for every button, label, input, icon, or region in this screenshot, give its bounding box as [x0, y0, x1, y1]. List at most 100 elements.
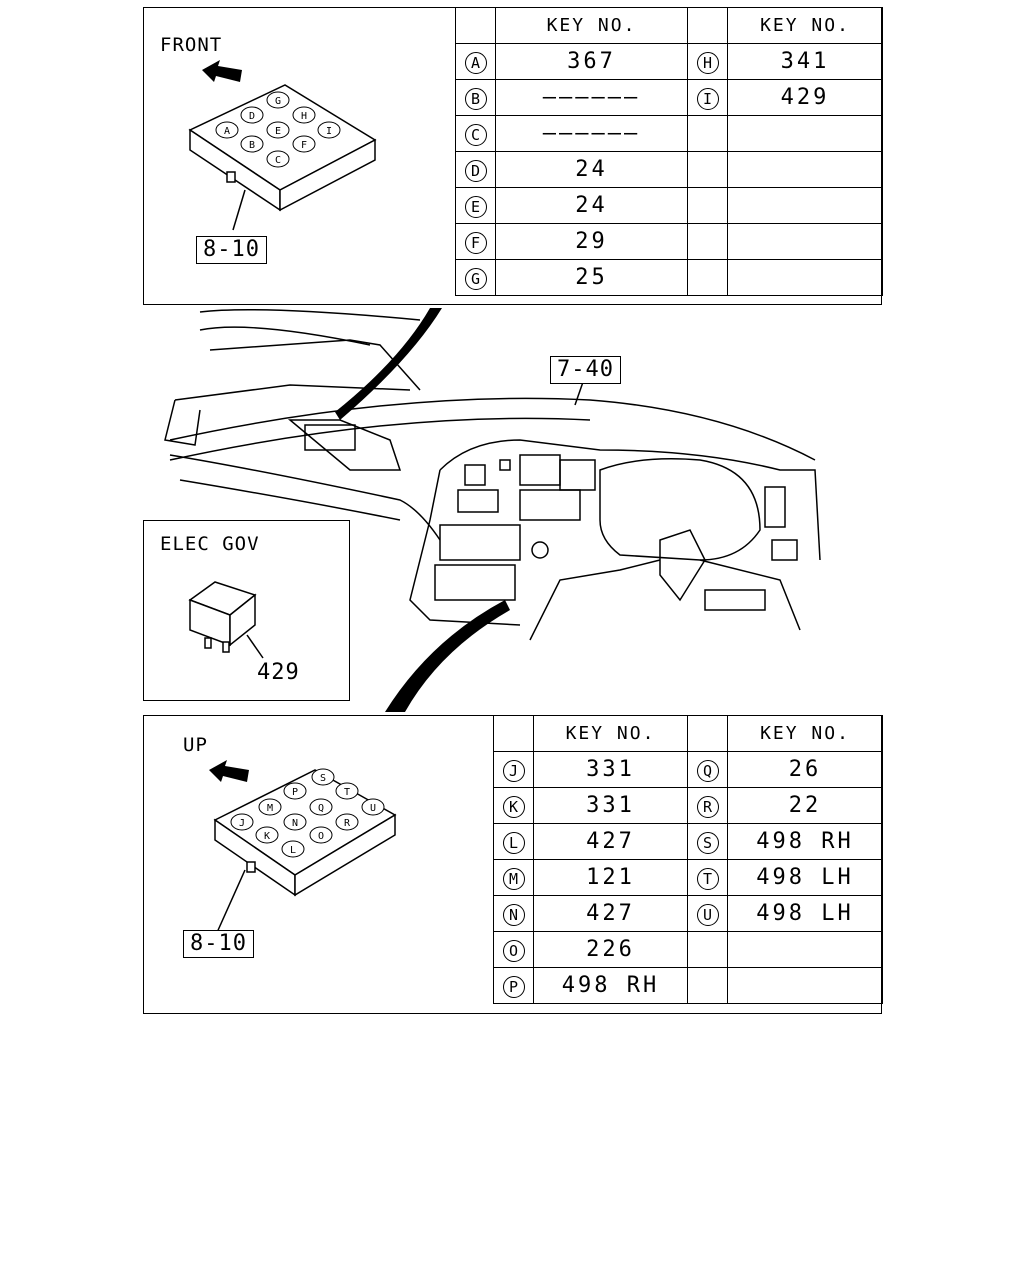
connector-pin	[255, 826, 279, 844]
key-no-header: KEY NO.	[533, 715, 688, 752]
connector-pin	[335, 813, 359, 831]
pin-letter-badge: L	[502, 832, 525, 854]
connector-pin	[309, 798, 333, 816]
table-row: M 121 T 498 LH	[493, 859, 883, 896]
key-no-cell: 22	[727, 787, 883, 824]
key-no-cell: 29	[495, 223, 688, 260]
connector-pin-label: C	[275, 155, 281, 166]
key-no-cell: 498 LH	[727, 859, 883, 896]
connector-pin-label: U	[370, 803, 376, 814]
key-no-cell	[727, 931, 883, 968]
connector-pin-label: I	[326, 126, 332, 137]
elec-gov-key-no: 429	[257, 660, 300, 685]
connector-pin-label: M	[267, 803, 273, 814]
key-no-cell: 121	[533, 859, 688, 896]
connector-pin	[240, 106, 264, 124]
pin-letter-cell	[687, 931, 728, 968]
pin-letter-cell: U	[687, 895, 728, 932]
pin-letter-cell: M	[493, 859, 534, 896]
pin-letter-cell: D	[455, 151, 496, 188]
key-no-cell: 25	[495, 259, 688, 296]
connector-pin-label: J	[239, 818, 245, 829]
up-direction-label: UP	[183, 734, 208, 756]
key-no-cell	[727, 223, 883, 260]
connector-pin	[215, 121, 239, 139]
key-no-cell	[727, 151, 883, 188]
table-row: C——————	[455, 115, 883, 152]
pin-letter-badge: M	[502, 868, 525, 890]
connector-pin-label: F	[301, 140, 307, 151]
pin-letter-cell	[687, 223, 728, 260]
pin-letter-badge: T	[696, 868, 719, 890]
pin-letter-cell: B	[455, 79, 496, 116]
connector-pin-label: S	[320, 773, 326, 784]
connector-pin	[230, 813, 254, 831]
pin-letter-cell: H	[687, 43, 728, 80]
connector-pin-label: T	[344, 787, 350, 798]
connector-pin-label: O	[318, 831, 324, 842]
pin-letter-badge: R	[696, 796, 719, 818]
key-no-cell: 429	[727, 79, 883, 116]
elec-gov-title: ELEC GOV	[160, 533, 260, 555]
connector-pin	[240, 135, 264, 153]
connector-pin-label: G	[275, 96, 281, 107]
connector-pin-label: E	[275, 126, 281, 137]
pin-letter-badge: O	[502, 940, 525, 962]
pin-letter-badge: F	[464, 232, 487, 254]
connector-pin	[292, 135, 316, 153]
connector-pin-label: B	[249, 140, 255, 151]
front-arrow-icon	[202, 60, 242, 82]
key-no-cell	[727, 259, 883, 296]
pin-letter-cell: G	[455, 259, 496, 296]
pin-letter-badge: S	[696, 832, 719, 854]
key-no-header: KEY NO.	[727, 715, 883, 752]
connector-pin	[258, 798, 282, 816]
key-no-cell: ——————	[495, 79, 688, 116]
front-direction-label: FRONT	[160, 34, 223, 56]
pin-letter-cell	[687, 115, 728, 152]
connector-pin-label: R	[344, 818, 351, 829]
key-no-header: KEY NO.	[727, 7, 883, 44]
connector-pin-label: L	[290, 845, 296, 856]
connector-pin	[266, 121, 290, 139]
connector-pin	[283, 782, 307, 800]
connector-pin	[317, 121, 341, 139]
pin-letter-badge: A	[464, 52, 487, 74]
pin-letter-cell: S	[687, 823, 728, 860]
connector-pin-label: D	[249, 111, 255, 122]
pin-letter-cell: R	[687, 787, 728, 824]
key-no-header: KEY NO.	[495, 7, 688, 44]
dashboard-callout: 7-40	[550, 356, 621, 384]
key-no-cell: 498 RH	[533, 967, 688, 1004]
connector-pin	[335, 782, 359, 800]
pin-letter-cell: P	[493, 967, 534, 1004]
pin-letter-badge: C	[464, 124, 487, 146]
table-header-row: KEY NO. KEY NO.	[455, 7, 883, 44]
pin-letter-cell: F	[455, 223, 496, 260]
top-panel-callout: 8-10	[196, 236, 267, 264]
key-no-cell: 26	[727, 751, 883, 788]
pin-letter-cell: J	[493, 751, 534, 788]
up-arrow-icon	[209, 760, 249, 782]
pin-letter-badge: D	[464, 160, 487, 182]
key-no-cell: 341	[727, 43, 883, 80]
pin-letter-cell: O	[493, 931, 534, 968]
connector-pin-label: H	[301, 111, 307, 122]
key-no-cell	[727, 967, 883, 1004]
connector-pin	[283, 813, 307, 831]
pin-letter-cell: E	[455, 187, 496, 224]
pin-letter-cell	[687, 967, 728, 1004]
